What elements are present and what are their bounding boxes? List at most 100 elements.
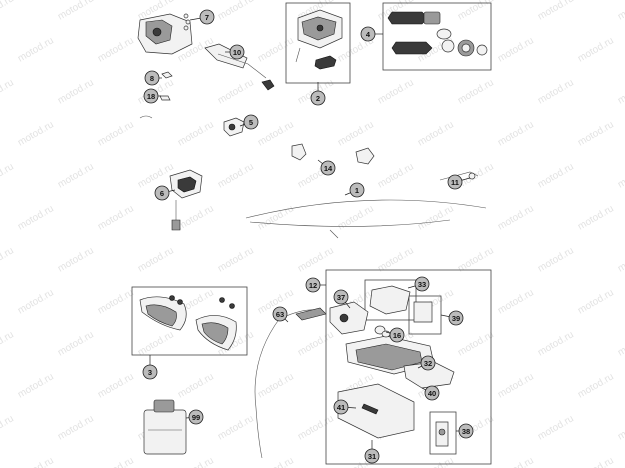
- callout-10: 10: [229, 44, 245, 60]
- callout-circle: [458, 423, 474, 439]
- watermark-text: motod.ru: [416, 455, 456, 468]
- callout-circle: [360, 26, 376, 42]
- watermark-text: motod.ru: [216, 77, 256, 106]
- watermark-text: motod.ru: [16, 287, 56, 316]
- watermark-text: motod.ru: [536, 77, 576, 106]
- watermark-text: motod.ru: [0, 329, 16, 358]
- callout-circle: [333, 289, 349, 305]
- watermark-text: motod.ru: [216, 161, 256, 190]
- small-fasteners: [139, 71, 173, 119]
- watermark-text: motod.ru: [296, 413, 336, 442]
- handguards-box: [131, 286, 248, 356]
- watermark-text: motod.ru: [56, 161, 96, 190]
- watermark-text: motod.ru: [16, 35, 56, 64]
- handlebar-area: [245, 143, 487, 239]
- callout-circle: [229, 44, 245, 60]
- callout-circle: [199, 9, 215, 25]
- callout-39: 39: [448, 310, 464, 326]
- callout-8: 8: [144, 70, 160, 86]
- callout-label: 12: [309, 281, 317, 290]
- watermark-text: motod.ru: [96, 119, 136, 148]
- watermark-text: motod.ru: [536, 245, 576, 274]
- callout-circle: [305, 277, 321, 293]
- callout-label: 6: [160, 189, 164, 198]
- watermark-text: motod.ru: [56, 77, 96, 106]
- watermark-text: motod.ru: [256, 119, 296, 148]
- callout-40: 40: [424, 385, 440, 401]
- fluid-bottle: [143, 399, 187, 455]
- left-switch: [169, 169, 203, 231]
- callout-5: 5: [243, 114, 259, 130]
- callout-18: 18: [143, 88, 159, 104]
- watermark-text: motod.ru: [576, 371, 616, 400]
- watermark-text: motod.ru: [616, 0, 625, 23]
- watermark-text: motod.ru: [616, 413, 625, 442]
- callout-circle: [389, 327, 405, 343]
- watermark-text: motod.ru: [0, 413, 16, 442]
- callout-31: 31: [364, 448, 380, 464]
- watermark-text: motod.ru: [536, 329, 576, 358]
- callout-label: 39: [452, 314, 460, 323]
- callout-label: 14: [324, 164, 333, 173]
- watermark-text: motod.ru: [56, 329, 96, 358]
- callout-circle: [142, 364, 158, 380]
- watermark-text: motod.ru: [96, 203, 136, 232]
- watermark-text: motod.ru: [576, 455, 616, 468]
- watermark-text: motod.ru: [456, 329, 496, 358]
- watermark-text: motod.ru: [56, 0, 96, 23]
- callout-label: 38: [462, 427, 470, 436]
- throttle-housing-assembly: [137, 13, 275, 91]
- callout-33: 33: [414, 276, 430, 292]
- watermark-text: motod.ru: [456, 161, 496, 190]
- callout-circle: [349, 182, 365, 198]
- callout-label: 37: [337, 293, 345, 302]
- callout-14: 14: [320, 160, 336, 176]
- callout-circle: [188, 409, 204, 425]
- clamp-part: [223, 117, 245, 137]
- watermark-text: motod.ru: [616, 161, 625, 190]
- watermark-text: motod.ru: [56, 413, 96, 442]
- callout-label: 33: [418, 280, 426, 289]
- callout-37: 37: [333, 289, 349, 305]
- callout-label: 16: [393, 331, 401, 340]
- callout-label: 99: [192, 413, 200, 422]
- watermark-text: motod.ru: [376, 77, 416, 106]
- callout-label: 7: [205, 13, 209, 22]
- watermark-text: motod.ru: [616, 77, 625, 106]
- watermark-text: motod.ru: [536, 0, 576, 23]
- watermark-text: motod.ru: [176, 371, 216, 400]
- watermark-text: motod.ru: [16, 203, 56, 232]
- grips-box: [382, 2, 492, 71]
- watermark-text: motod.ru: [136, 245, 176, 274]
- watermark-text: motod.ru: [576, 119, 616, 148]
- callout-circle: [272, 306, 288, 322]
- watermark-text: motod.ru: [256, 203, 296, 232]
- switch-box: [285, 2, 351, 84]
- watermark-text: motod.ru: [176, 119, 216, 148]
- callout-label: 3: [148, 368, 152, 377]
- watermark-text: motod.ru: [96, 371, 136, 400]
- callout-11: 11: [447, 174, 463, 190]
- watermark-text: motod.ru: [496, 455, 536, 468]
- callout-label: 10: [233, 48, 241, 57]
- callout-circle: [447, 174, 463, 190]
- clutch-cable: [254, 307, 327, 459]
- watermark-text: motod.ru: [616, 329, 625, 358]
- callout-32: 32: [420, 355, 436, 371]
- watermark-text: motod.ru: [216, 0, 256, 23]
- callout-16: 16: [389, 327, 405, 343]
- callout-12: 12: [305, 277, 321, 293]
- watermark-text: motod.ru: [496, 119, 536, 148]
- watermark-text: motod.ru: [416, 119, 456, 148]
- watermark-text: motod.ru: [56, 245, 96, 274]
- callout-label: 40: [428, 389, 436, 398]
- callout-circle: [420, 355, 436, 371]
- watermark-text: motod.ru: [456, 77, 496, 106]
- watermark-text: motod.ru: [376, 161, 416, 190]
- watermark-text: motod.ru: [216, 245, 256, 274]
- watermark-text: motod.ru: [256, 35, 296, 64]
- callout-label: 1: [355, 186, 359, 195]
- callout-label: 11: [451, 178, 459, 187]
- watermark-text: motod.ru: [96, 455, 136, 468]
